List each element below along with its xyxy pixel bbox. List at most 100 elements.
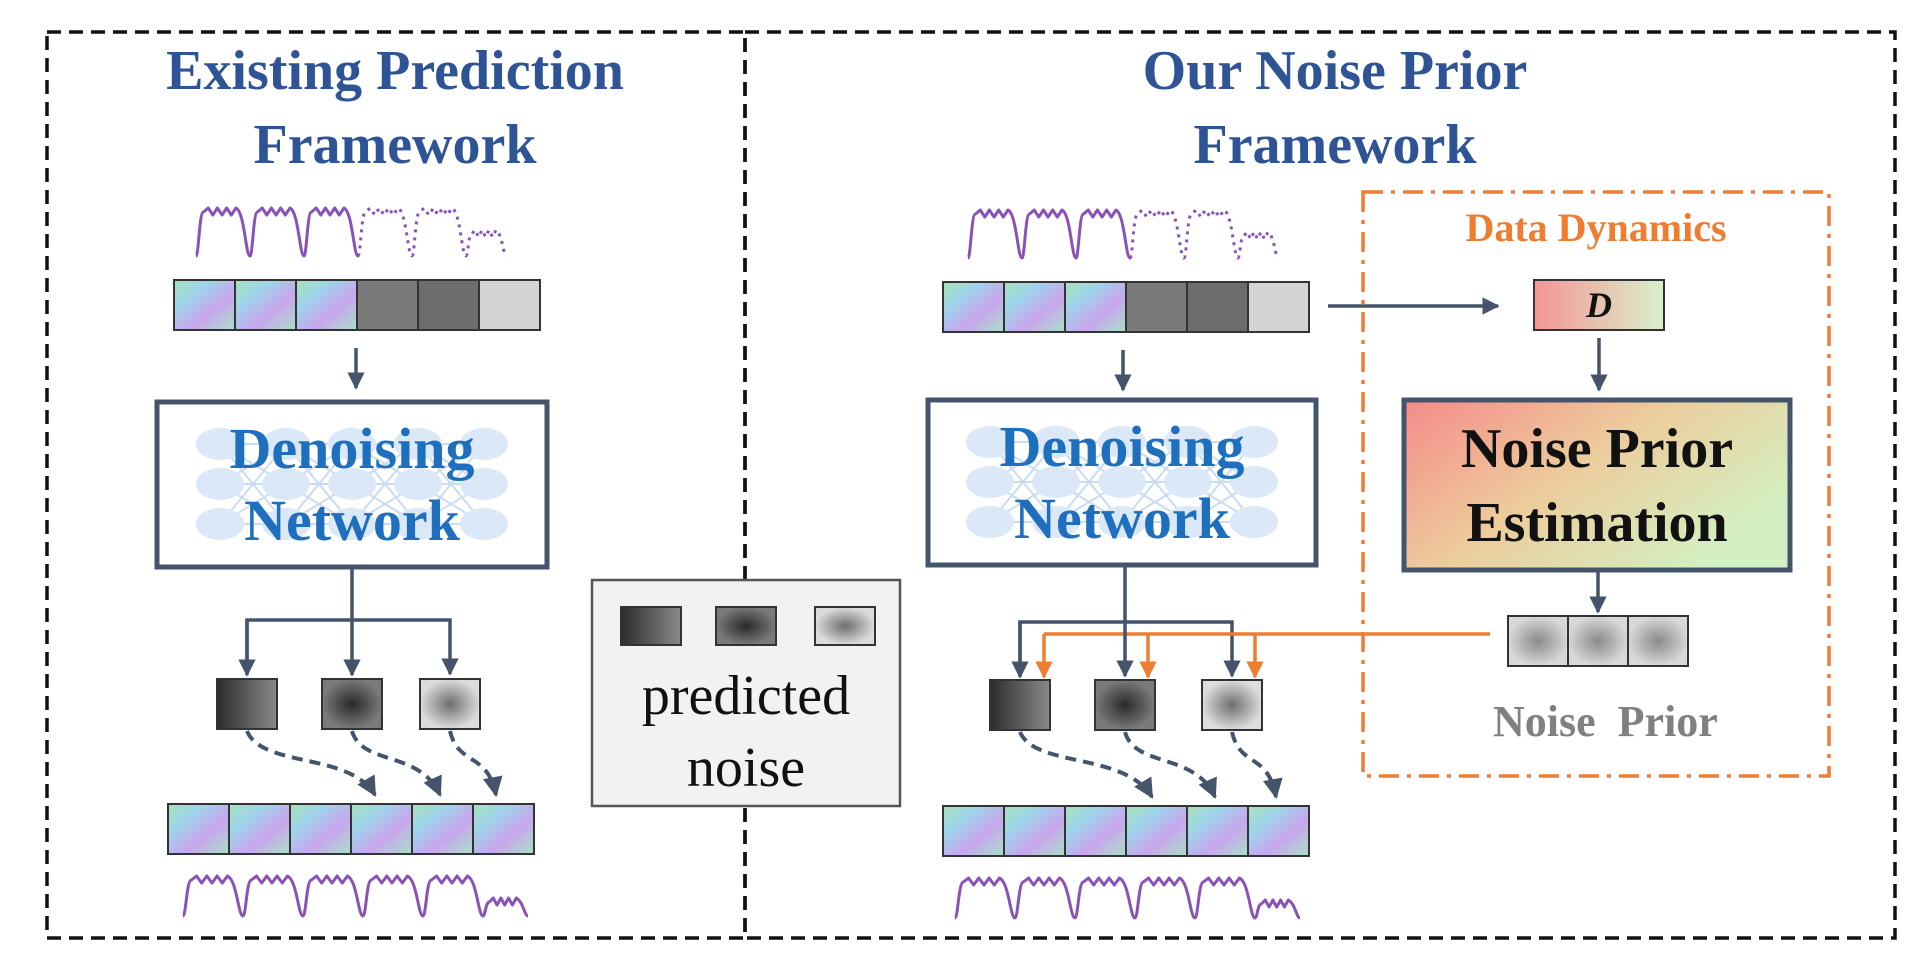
right-network-label: Denoising Network (928, 411, 1316, 555)
left-input-waveform (194, 206, 508, 258)
forecast-waveform-segment (1236, 230, 1280, 260)
left-output-waveform (181, 874, 529, 918)
network-node (1230, 466, 1278, 498)
dynamics-box (1533, 279, 1665, 331)
waveform-segment (1193, 876, 1257, 920)
right-output-sequence (942, 805, 1310, 857)
future-patch (417, 279, 480, 331)
left-network-label: Denoising Network (157, 413, 547, 557)
output-patch (1125, 805, 1188, 857)
waveform-segment (301, 874, 365, 918)
waveform-segment (248, 206, 306, 258)
network-node (328, 468, 376, 500)
prior-patch (1567, 615, 1629, 667)
network-node (460, 428, 508, 460)
left-split-arrows (238, 567, 459, 677)
future-patch (1247, 281, 1310, 333)
right-network-line2: Network (1014, 486, 1230, 551)
waveform-segment (1013, 876, 1077, 920)
right-title-line1: Our Noise Prior (1142, 40, 1528, 102)
forecast-waveform-segment (464, 228, 508, 258)
output-patch (472, 803, 535, 855)
prior-patch (1507, 615, 1569, 667)
waveform-segment (1074, 208, 1132, 260)
noise-prior-word2: Prior (1617, 697, 1718, 746)
observed-patch (173, 279, 236, 331)
forecast-waveform-segment (410, 206, 468, 258)
left-output-sequence (167, 803, 535, 855)
network-watermark-icon (966, 426, 1278, 538)
network-node (196, 428, 244, 460)
right-predicted-noise-patches (989, 679, 1263, 731)
legend-noise-light (814, 606, 876, 646)
noise-patch-mid (1094, 679, 1156, 731)
network-watermark-icon (196, 428, 508, 540)
observed-patch (295, 279, 358, 331)
network-node (460, 508, 508, 540)
left-title-line1: Existing Prediction (166, 40, 624, 102)
network-node (394, 468, 442, 500)
right-network-line1: Denoising (999, 414, 1245, 479)
right-panel-title: Our Noise Prior Framework (1000, 34, 1670, 182)
network-node (1164, 426, 1212, 458)
future-patch (356, 279, 419, 331)
output-patch (350, 803, 413, 855)
waveform-segment (1020, 208, 1078, 260)
output-patch (942, 805, 1005, 857)
waveform-segment (1133, 876, 1197, 920)
network-node (1164, 506, 1212, 538)
estimation-line1: Noise Prior (1460, 418, 1734, 480)
left-network-line2: Network (244, 488, 460, 553)
noise-patch-light (1201, 679, 1263, 731)
network-node (966, 426, 1014, 458)
waveform-segment (481, 896, 529, 918)
waveform-segment (953, 876, 1017, 920)
noise-patch-mid (321, 678, 383, 730)
network-node (262, 428, 310, 460)
noise-prior-word1: Noise (1493, 697, 1596, 746)
right-panel-frame (743, 30, 1897, 940)
output-patch (228, 803, 291, 855)
output-patch (411, 803, 474, 855)
network-node (394, 508, 442, 540)
forecast-waveform-segment (1128, 208, 1186, 260)
network-node (328, 428, 376, 460)
data-dynamics-frame (1361, 190, 1831, 778)
prior-patch (1627, 615, 1689, 667)
waveform-segment (1253, 898, 1301, 920)
noise-prior-patches (1507, 615, 1689, 667)
waveform-segment (241, 874, 305, 918)
network-node (262, 508, 310, 540)
legend-noise-mid (715, 606, 777, 646)
forecast-waveform-segment (356, 206, 414, 258)
left-denoising-network (154, 399, 550, 570)
network-node (1230, 426, 1278, 458)
waveform-segment (181, 874, 245, 918)
network-node (1230, 506, 1278, 538)
right-title-line2: Framework (1193, 114, 1477, 176)
legend-line1: predicted (641, 665, 851, 727)
right-denoising-network (925, 397, 1319, 568)
legend-noise-dark (620, 606, 682, 646)
noise-patch-dark (216, 678, 278, 730)
observed-patch (1003, 281, 1066, 333)
future-patch (1186, 281, 1249, 333)
future-patch (1125, 281, 1188, 333)
network-node (966, 506, 1014, 538)
network-node (1164, 466, 1212, 498)
waveform-segment (302, 206, 360, 258)
left-predicted-noise-patches (216, 678, 481, 730)
output-patch (1186, 805, 1249, 857)
network-node (1098, 466, 1146, 498)
dynamics-symbol: D (1586, 285, 1612, 325)
noise-prior-estimation-box (1401, 397, 1793, 573)
network-node (394, 428, 442, 460)
network-node (1032, 426, 1080, 458)
left-input-sequence (173, 279, 541, 331)
noise-patch-light (419, 678, 481, 730)
left-denoise-dashed-arrows (245, 730, 503, 797)
waveform-segment (421, 874, 485, 918)
output-patch (167, 803, 230, 855)
output-patch (1003, 805, 1066, 857)
